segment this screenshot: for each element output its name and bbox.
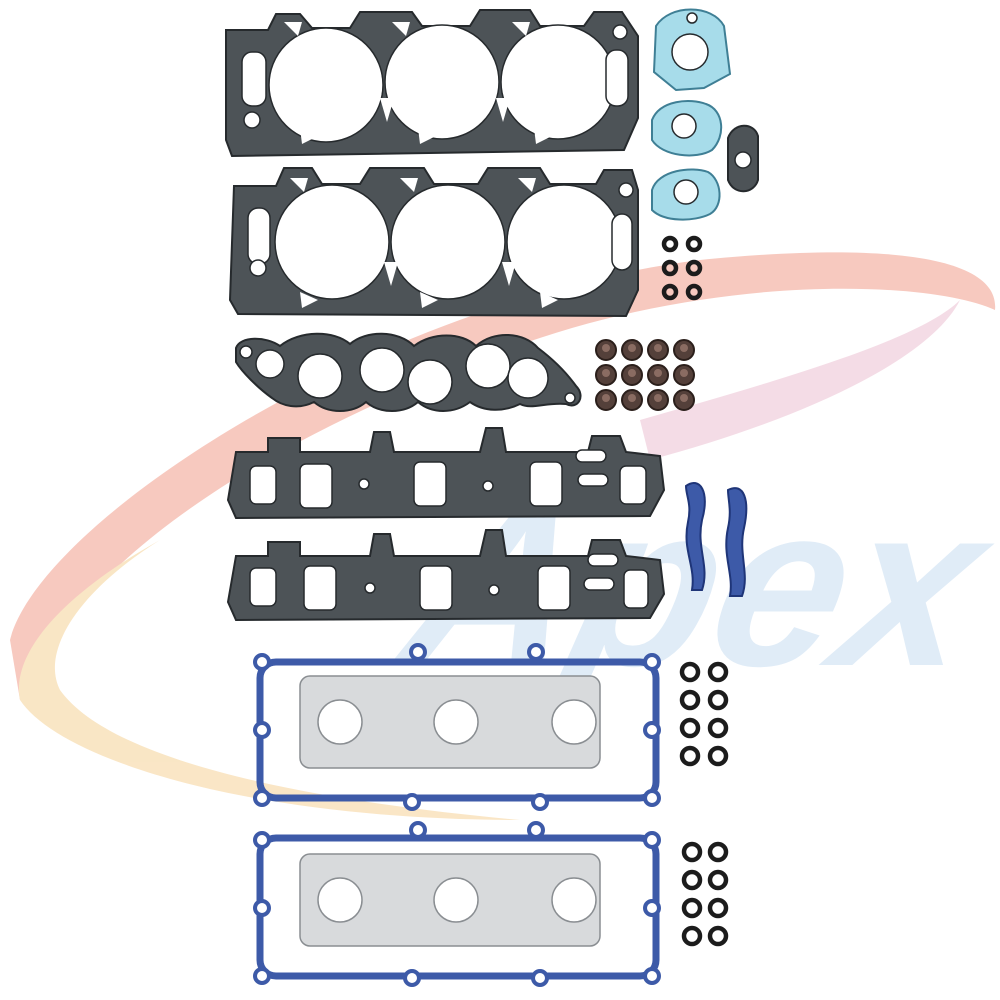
bolt-lug: [253, 653, 271, 671]
bolt-lug: [253, 831, 271, 849]
o-ring: [707, 841, 729, 863]
o-ring-set-b: [679, 661, 729, 767]
bolt-lug: [527, 821, 545, 839]
o-ring: [661, 283, 679, 301]
bolt-lug: [643, 899, 661, 917]
valve-stem-seal: [621, 364, 643, 386]
head-gasket-lower: [228, 167, 639, 318]
watermark-swoosh-middle: [18, 540, 520, 820]
bolt-lug: [403, 793, 421, 811]
valve-cover-bolt-lugs: [253, 643, 661, 987]
o-ring: [707, 745, 729, 767]
egr-gasket-dark: [727, 124, 759, 193]
bolt-lug: [403, 969, 421, 987]
exhaust-port: [551, 699, 597, 745]
bolt-lug: [531, 969, 549, 987]
o-ring-set-c: [681, 841, 729, 947]
bolt-lug: [531, 793, 549, 811]
bolt-lug: [253, 899, 271, 917]
o-ring: [685, 283, 703, 301]
egr-gasket-small: [651, 100, 723, 157]
o-ring: [681, 841, 703, 863]
exhaust-port: [433, 877, 479, 923]
valve-stem-seal: [595, 389, 617, 411]
exhaust-port: [433, 699, 479, 745]
o-ring: [661, 259, 679, 277]
watermark-swoosh-inner: [640, 300, 960, 460]
o-ring: [681, 869, 703, 891]
bolt-lug: [409, 643, 427, 661]
bolt-lug: [253, 967, 271, 985]
o-ring: [685, 235, 703, 253]
bolt-lug: [643, 789, 661, 807]
valve-stem-seal: [647, 364, 669, 386]
o-ring: [707, 869, 729, 891]
exhaust-port: [317, 699, 363, 745]
o-ring: [679, 661, 701, 683]
valve-stem-seal: [673, 389, 695, 411]
o-ring: [679, 689, 701, 711]
bolt-lug: [253, 789, 271, 807]
egr-gasket-large: [651, 168, 721, 221]
o-ring: [707, 661, 729, 683]
thermostat-gasket: [652, 8, 732, 92]
o-ring: [681, 897, 703, 919]
valve-stem-seal: [595, 339, 617, 361]
valve-stem-seal: [673, 364, 695, 386]
o-ring: [679, 745, 701, 767]
bolt-lug: [409, 821, 427, 839]
o-ring: [661, 235, 679, 253]
bolt-lug: [643, 653, 661, 671]
intake-plenum-gasket: [235, 332, 582, 412]
o-ring: [707, 897, 729, 919]
bolt-lug: [527, 643, 545, 661]
valve-stem-seal: [595, 364, 617, 386]
o-ring: [707, 689, 729, 711]
o-ring: [707, 717, 729, 739]
timing-cover-seal-strips: [684, 482, 748, 597]
valve-stem-seal: [647, 339, 669, 361]
o-ring: [685, 259, 703, 277]
bolt-lug: [643, 967, 661, 985]
o-ring: [681, 925, 703, 947]
intake-manifold-gasket-upper: [226, 427, 666, 520]
o-ring: [707, 925, 729, 947]
bolt-lug: [253, 721, 271, 739]
exhaust-port: [551, 877, 597, 923]
valve-stem-seal: [621, 339, 643, 361]
bolt-lug: [643, 831, 661, 849]
valve-stem-seal: [621, 389, 643, 411]
o-ring: [679, 717, 701, 739]
valve-stem-seals: [595, 339, 695, 411]
valve-stem-seal: [673, 339, 695, 361]
exhaust-port: [317, 877, 363, 923]
intake-manifold-gasket-lower: [226, 529, 666, 622]
exhaust-gasket-ports: [317, 699, 597, 923]
head-gasket-upper: [225, 9, 639, 158]
bolt-lug: [643, 721, 661, 739]
o-ring-set-a: [661, 235, 703, 301]
valve-stem-seal: [647, 389, 669, 411]
